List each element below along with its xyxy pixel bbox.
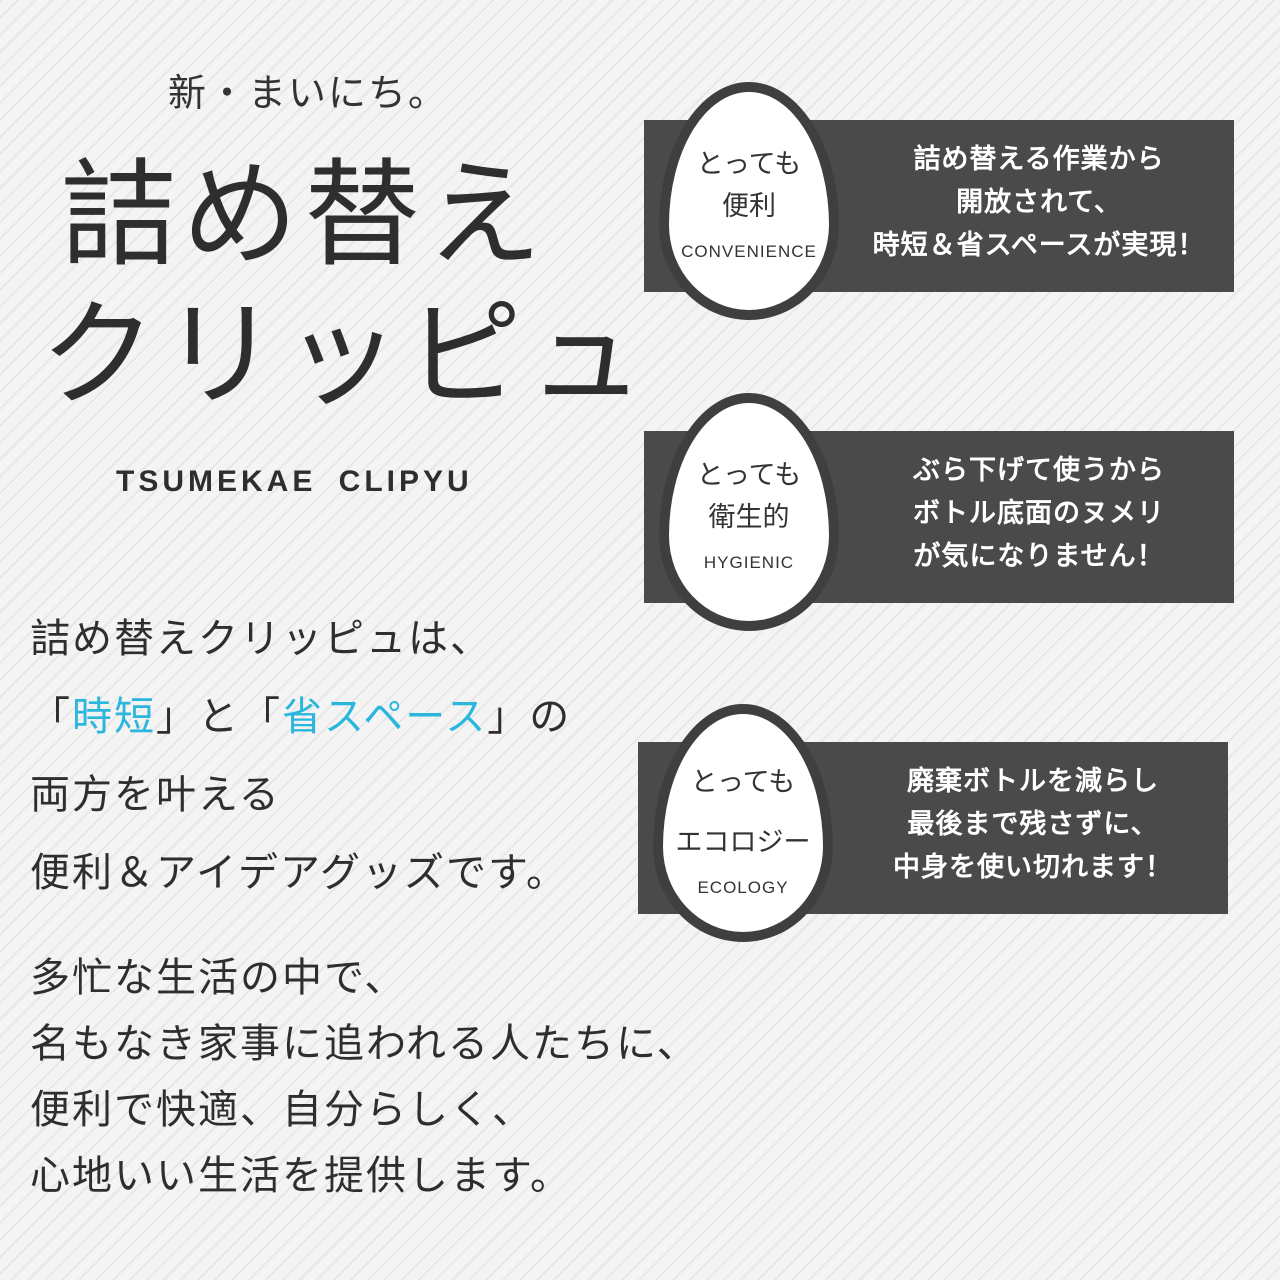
desc-line: 時短＆省スペースが実現！ xyxy=(872,230,1206,261)
feature-badge-egg: とっても 便利 CONVENIENCE xyxy=(659,82,839,320)
feature-description: 詰め替える作業から 開放されて、 時短＆省スペースが実現！ xyxy=(854,138,1224,267)
badge-line2: 衛生的 xyxy=(708,502,790,533)
desc-line: 詰め替える作業から xyxy=(913,144,1165,175)
intro-line: 便利＆アイデアグッズです。 xyxy=(30,850,568,896)
feature-badge-egg: とっても 衛生的 HYGIENIC xyxy=(659,393,839,631)
badge-line2: エコロジー xyxy=(675,827,811,858)
badge-line1: とっても xyxy=(696,460,802,491)
badge-line1: とっても xyxy=(690,767,796,798)
feature-description: ぶら下げて使うから ボトル底面のヌメリ が気になりません！ xyxy=(854,449,1224,578)
desc-line: ぶら下げて使うから xyxy=(913,455,1165,486)
desc-line: ボトル底面のヌメリ xyxy=(913,498,1165,529)
desc-line: が気になりません！ xyxy=(913,541,1165,572)
product-title-line2: クリッピュ xyxy=(40,288,650,423)
story-line: 便利で快適、自分らしく、 xyxy=(30,1087,534,1133)
intro-text-part: 」と「 xyxy=(156,694,282,740)
badge-english: ECOLOGY xyxy=(697,878,789,897)
product-title-line1: 詰め替え xyxy=(60,148,548,283)
feature-description: 廃棄ボトルを減らし 最後まで残さずに、 中身を使い切れます！ xyxy=(848,760,1218,889)
feature-convenience: とっても 便利 CONVENIENCE 詰め替える作業から 開放されて、 時短＆… xyxy=(644,82,1234,332)
desc-line: 中身を使い切れます！ xyxy=(893,852,1173,883)
intro-line: 両方を叶える xyxy=(30,772,281,818)
badge-line2: 便利 xyxy=(722,191,776,222)
product-romaji: TSUMEKAE CLIPYU xyxy=(116,465,473,498)
desc-line: 最後まで残さずに、 xyxy=(907,809,1159,840)
feature-ecology: とっても エコロジー ECOLOGY 廃棄ボトルを減らし 最後まで残さずに、 中… xyxy=(638,704,1228,954)
story-line: 心地いい生活を提供します。 xyxy=(30,1153,572,1199)
intro-line: 詰め替えクリッピュは、 xyxy=(30,616,492,662)
intro-line: 「時短」と「省スペース」の xyxy=(30,678,571,756)
feature-hygienic: とっても 衛生的 HYGIENIC ぶら下げて使うから ボトル底面のヌメリ が気… xyxy=(644,393,1234,643)
story-line: 名もなき家事に追われる人たちに、 xyxy=(30,1021,699,1067)
badge-line1: とっても xyxy=(696,149,802,180)
highlight-space-saving: 省スペース xyxy=(282,694,488,740)
story-text: 多忙な生活の中で、 名もなき家事に追われる人たちに、 便利で快適、自分らしく、 … xyxy=(30,945,699,1209)
desc-line: 廃棄ボトルを減らし xyxy=(907,766,1159,797)
intro-text-part: 」の xyxy=(487,694,572,740)
story-line: 多忙な生活の中で、 xyxy=(30,955,407,1001)
badge-english: CONVENIENCE xyxy=(681,242,817,261)
badge-english: HYGIENIC xyxy=(703,553,795,572)
desc-line: 開放されて、 xyxy=(956,187,1122,218)
highlight-time-saving: 時短 xyxy=(72,694,156,740)
tagline: 新・まいにち。 xyxy=(168,71,449,115)
intro-text: 詰め替えクリッピュは、 「時短」と「省スペース」の 両方を叶える 便利＆アイデア… xyxy=(30,600,571,912)
feature-badge-egg: とっても エコロジー ECOLOGY xyxy=(653,704,833,942)
intro-text-part: 「 xyxy=(30,694,72,740)
